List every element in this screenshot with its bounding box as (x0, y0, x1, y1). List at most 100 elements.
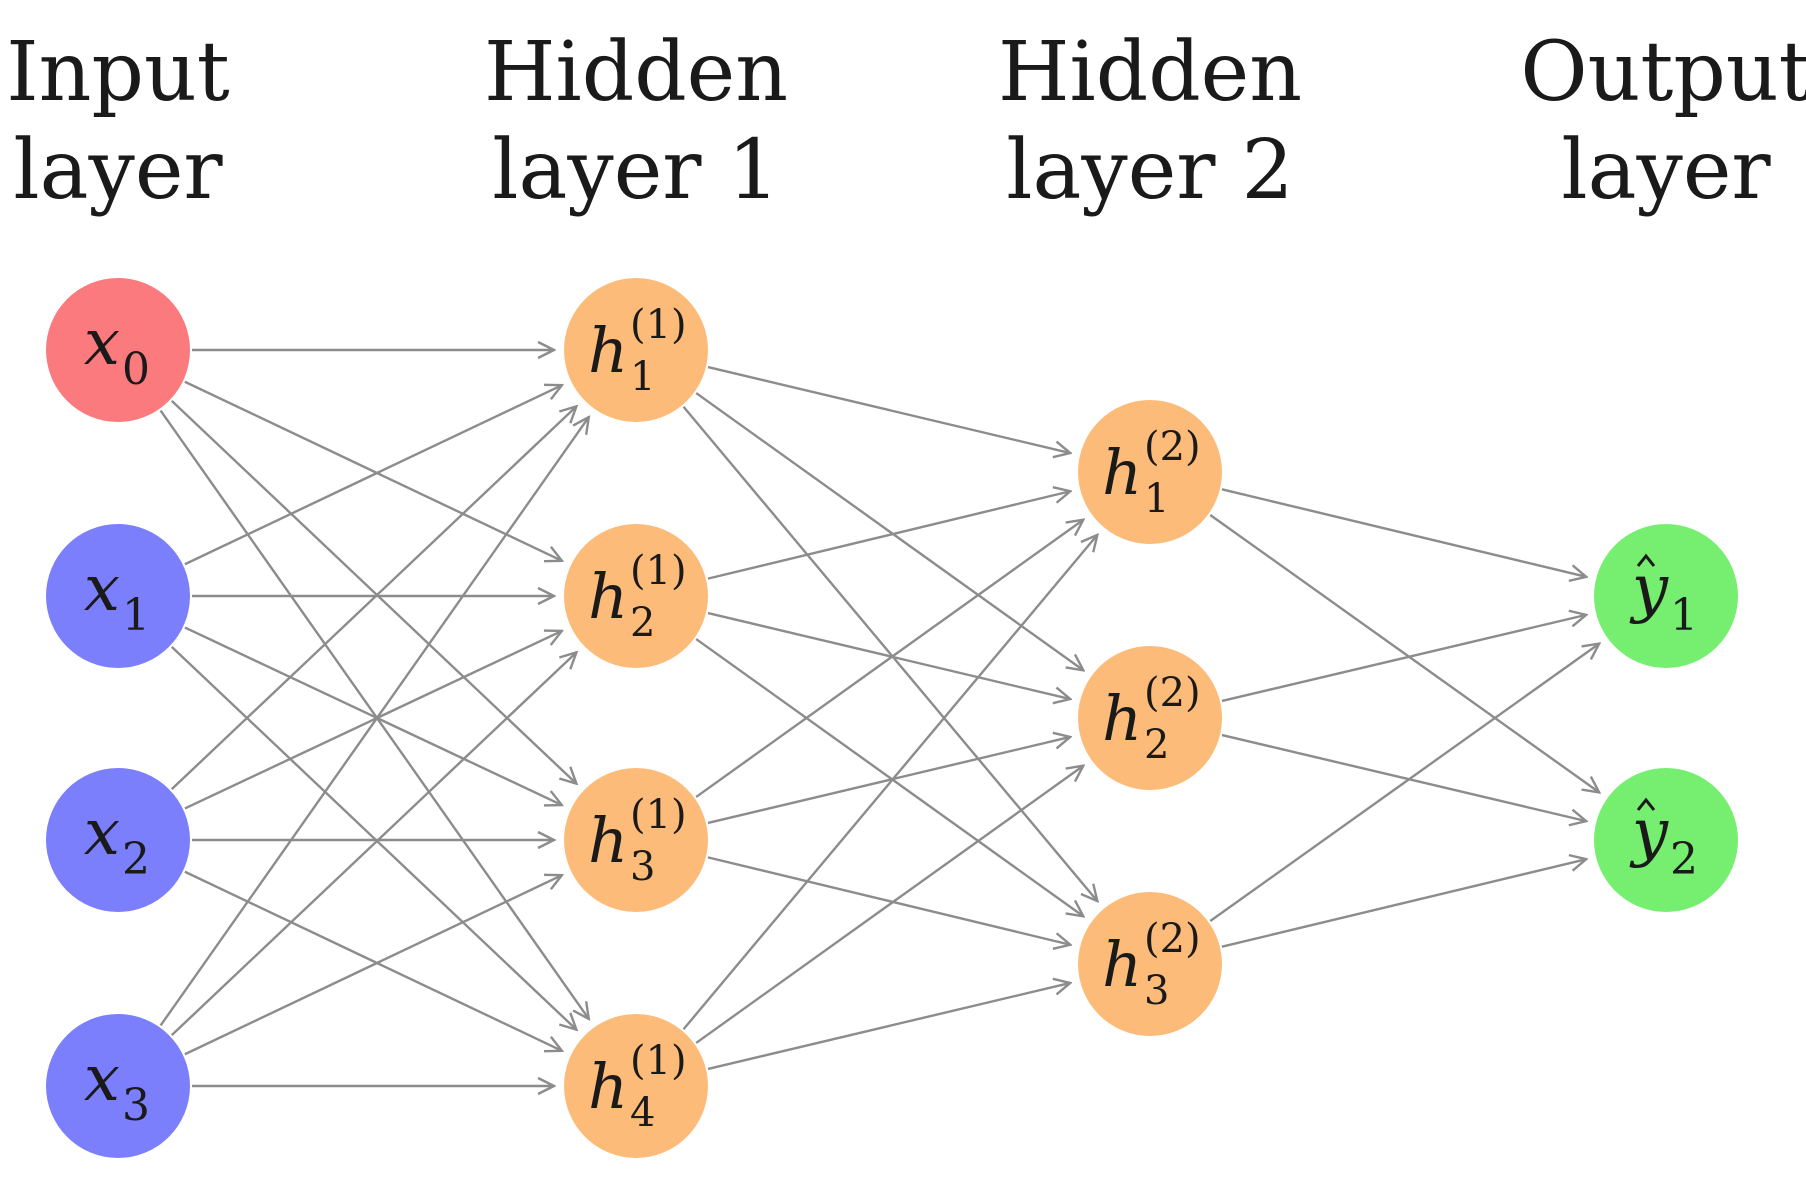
edge-h1_3-to-h2_3 (707, 856, 1070, 944)
node-label-sub-y1: 1 (1670, 590, 1698, 641)
edge-x1-to-h1_3 (184, 626, 562, 806)
node-h1_2: h(1) 2 (564, 524, 708, 668)
edge-h2_1-to-y2 (1209, 513, 1599, 792)
layer-title-input-line2: layer (13, 123, 223, 218)
edge-h1_2-to-h2_3 (695, 638, 1083, 916)
edge-h2_3-to-y1 (1209, 644, 1599, 923)
node-circle-h1_3 (564, 768, 708, 912)
node-label-sub-y2: 2 (1670, 834, 1698, 885)
node-label-base-x0: x (84, 306, 120, 380)
node-h2_3: h(2) 3 (1078, 892, 1222, 1036)
node-h2_2: h(2) 2 (1078, 646, 1222, 790)
layer-title-hidden1-line2: layer 1 (492, 123, 779, 218)
edge-h1_1-to-h2_3 (682, 405, 1098, 901)
node-label-base-x3: x (84, 1042, 120, 1116)
node-circle-x0 (46, 278, 190, 422)
layer-title-hidden1-line1: Hidden (484, 25, 788, 120)
node-circle-x1 (46, 524, 190, 668)
node-label-sub-h1_4: 4 (630, 1090, 655, 1136)
edge-h2_2-to-y1 (1221, 615, 1586, 703)
node-label-sup-h2_3: (2) (1144, 916, 1201, 962)
layer-title-output-line1: Output (1520, 25, 1806, 120)
edge-h1_3-to-h2_2 (707, 737, 1070, 825)
node-h1_4: h(1) 4 (564, 1014, 708, 1158)
edge-h1_1-to-h2_2 (695, 392, 1083, 670)
edge-h2_2-to-y2 (1221, 733, 1586, 821)
node-label-base-h1_4: h (588, 1050, 628, 1123)
node-circle-x2 (46, 768, 190, 912)
node-circle-h2_3 (1078, 892, 1222, 1036)
edge-x0-to-h1_2 (184, 380, 562, 561)
node-label-sup-h2_2: (2) (1144, 670, 1201, 716)
node-label-base-y2: y (1629, 796, 1669, 870)
node-h1_1: h(1) 1 (564, 278, 708, 422)
connections (159, 350, 1600, 1086)
node-label-base-h1_2: h (588, 560, 628, 633)
layer-title-hidden2-line2: layer 2 (1006, 123, 1293, 218)
node-label-sub-h1_3: 3 (630, 844, 655, 890)
node-label-sub-h2_3: 3 (1144, 968, 1169, 1014)
hat-accent-y2 (1636, 797, 1656, 811)
edge-h2_3-to-y2 (1221, 859, 1586, 948)
edge-x3-to-h1_3 (184, 875, 562, 1056)
node-label-base-h1_1: h (588, 314, 628, 387)
node-label-base-h2_1: h (1102, 436, 1142, 509)
node-circle-h2_1 (1078, 400, 1222, 544)
node-label-sub-x3: 3 (122, 1080, 150, 1131)
edge-x1-to-h1_1 (184, 385, 562, 566)
edge-h1_4-to-h2_3 (707, 983, 1070, 1071)
node-label-sub-h2_1: 1 (1144, 476, 1169, 522)
node-label-sub-h2_2: 2 (1144, 722, 1169, 768)
node-circle-h1_2 (564, 524, 708, 668)
node-h2_1: h(2) 1 (1078, 400, 1222, 544)
node-label-sub-h1_2: 2 (630, 600, 655, 646)
node-circle-h2_2 (1078, 646, 1222, 790)
edge-x1-to-h1_4 (170, 645, 577, 1030)
node-label-base-h2_3: h (1102, 928, 1142, 1001)
edge-x0-to-h1_4 (159, 409, 589, 1019)
node-label-sub-x1: 1 (122, 590, 150, 641)
node-label-sup-h1_3: (1) (630, 792, 687, 838)
edge-h1_4-to-h2_2 (695, 766, 1083, 1044)
edge-h1_1-to-h2_1 (707, 365, 1070, 453)
edge-h2_1-to-y1 (1221, 488, 1586, 577)
node-circle-h1_4 (564, 1014, 708, 1158)
node-label-sup-h1_2: (1) (630, 548, 687, 594)
node-label-sup-h1_1: (1) (630, 302, 687, 348)
edge-h1_4-to-h2_1 (682, 535, 1098, 1031)
node-label-base-x2: x (84, 796, 120, 870)
node-h1_3: h(1) 3 (564, 768, 708, 912)
node-label-base-h2_2: h (1102, 682, 1142, 755)
node-label-sub-x2: 2 (122, 834, 150, 885)
layer-title-hidden2-line1: Hidden (998, 25, 1302, 120)
edge-h1_2-to-h2_2 (707, 611, 1070, 699)
node-label-sup-h2_1: (2) (1144, 424, 1201, 470)
edge-x3-to-h1_1 (159, 417, 589, 1027)
node-circle-y2 (1594, 768, 1738, 912)
edge-x0-to-h1_3 (170, 399, 577, 784)
node-label-base-h1_3: h (588, 804, 628, 877)
node-label-sup-h1_4: (1) (630, 1038, 687, 1084)
node-circle-x3 (46, 1014, 190, 1158)
node-label-sub-h1_1: 1 (630, 354, 655, 400)
node-circle-h1_1 (564, 278, 708, 422)
layer-title-input-line1: Input (6, 25, 230, 120)
edge-h1_3-to-h2_1 (695, 520, 1083, 798)
hat-accent-y1 (1636, 553, 1656, 567)
edge-x2-to-h1_1 (170, 406, 577, 791)
layer-title-output-line2: layer (1561, 123, 1771, 218)
edge-x2-to-h1_2 (184, 631, 562, 810)
node-label-sub-x0: 0 (122, 344, 150, 395)
node-label-base-x1: x (84, 552, 120, 626)
edge-h1_2-to-h2_1 (707, 491, 1070, 580)
node-label-base-y1: y (1629, 552, 1669, 626)
